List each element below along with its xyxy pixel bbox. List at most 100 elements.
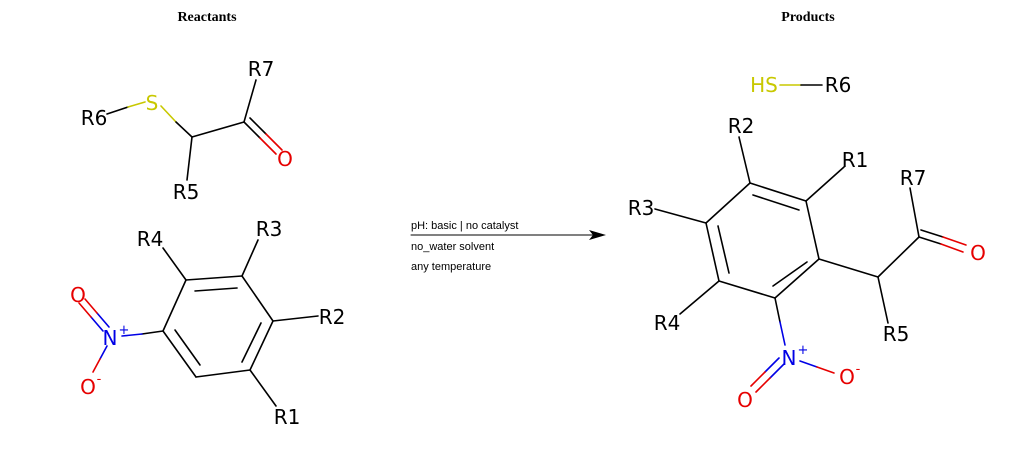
bond-no-b2 bbox=[78, 302, 92, 318]
label-r4: R4 bbox=[137, 227, 164, 251]
bond-c-r5 bbox=[186, 136, 193, 181]
ring-bond-3 bbox=[249, 320, 274, 371]
bond-r6-s-b bbox=[127, 101, 146, 108]
p-bond-no-a1 bbox=[769, 363, 785, 379]
bond-s-c-a bbox=[160, 105, 177, 123]
label-r6-product: R6 bbox=[825, 73, 852, 97]
bond-c-carbonyl bbox=[191, 121, 245, 138]
condition-temperature: any temperature bbox=[411, 261, 491, 273]
p-bond-ring-n-a bbox=[774, 297, 781, 323]
bond-r6-s-a bbox=[106, 106, 129, 115]
bond-co-b2 bbox=[265, 133, 283, 151]
p-label-nitrogen-charge: + bbox=[798, 343, 809, 358]
reaction-arrow-group: pH: basic | no catalyst no_water solvent… bbox=[410, 220, 606, 273]
bond-n-o-minus-b bbox=[92, 358, 101, 373]
label-r1: R1 bbox=[274, 405, 301, 429]
ring-inner-3 bbox=[174, 329, 201, 366]
ring-bond-5 bbox=[162, 330, 197, 378]
ring-inner-1 bbox=[194, 287, 238, 292]
bond-c-n-b bbox=[121, 333, 143, 337]
p-bond-ch-r5 bbox=[877, 276, 889, 324]
p-bond-r4 bbox=[679, 280, 720, 315]
p-label-r4: R4 bbox=[654, 311, 681, 335]
p-ring-bond-5 bbox=[705, 222, 720, 282]
p-label-r1: R1 bbox=[842, 148, 869, 172]
p-ring-bond-3 bbox=[774, 258, 820, 299]
label-r6: R6 bbox=[81, 106, 108, 130]
p-bond-r3 bbox=[654, 208, 707, 224]
ring-bond-2 bbox=[241, 275, 274, 322]
reactants-header: Reactants bbox=[177, 10, 237, 25]
p-bond-ring-n-b bbox=[779, 321, 786, 346]
p-ring-inner-3 bbox=[717, 225, 730, 274]
p-bond-carbonyl-r7 bbox=[909, 187, 920, 238]
bond-r1 bbox=[249, 369, 277, 407]
p-bond-co-b1 bbox=[920, 229, 944, 238]
label-oxygen-charge: - bbox=[97, 372, 102, 387]
reaction-arrow-head bbox=[589, 230, 606, 240]
ring-inner-2 bbox=[241, 322, 262, 363]
reactant-nitroarene: R4 R3 R2 R1 O N + O - bbox=[70, 217, 345, 429]
bond-n-o-minus-a bbox=[99, 345, 108, 360]
label-r7: R7 bbox=[248, 57, 275, 81]
bond-carbonyl-r7 bbox=[243, 79, 257, 123]
bond-co-b1 bbox=[249, 117, 267, 135]
p-label-r7: R7 bbox=[900, 166, 927, 190]
p-bond-ch-carbonyl bbox=[877, 236, 920, 278]
p-ring-bond-2 bbox=[805, 200, 820, 260]
bond-co-a2 bbox=[259, 137, 277, 155]
bond-r2 bbox=[272, 315, 319, 322]
p-bond-co-a1 bbox=[918, 236, 942, 245]
p-label-r2: R2 bbox=[728, 114, 755, 138]
p-label-oxygen-carbonyl: O bbox=[970, 241, 986, 265]
ring-bond-6 bbox=[162, 279, 187, 332]
p-ring-bond-4 bbox=[718, 280, 776, 299]
label-r2: R2 bbox=[319, 305, 346, 329]
bond-r3 bbox=[241, 239, 259, 277]
p-label-oxygen-left: O bbox=[737, 388, 753, 412]
p-bond-r2 bbox=[738, 136, 751, 184]
p-bond-co-a2 bbox=[940, 243, 964, 253]
bond-no-b1 bbox=[90, 316, 104, 332]
condition-solvent: no_water solvent bbox=[411, 241, 494, 253]
products-header: Products bbox=[781, 10, 835, 25]
bond-co-a1 bbox=[243, 121, 261, 139]
label-oxygen: O bbox=[277, 147, 293, 171]
bond-no-a2 bbox=[84, 298, 98, 314]
p-bond-co-b2 bbox=[942, 236, 967, 246]
ring-bond-4 bbox=[195, 369, 251, 378]
p-label-oxygen-right: O bbox=[839, 365, 855, 389]
label-hs: HS bbox=[750, 73, 778, 97]
p-label-oxygen-charge: - bbox=[856, 362, 861, 377]
p-bond-no-b2 bbox=[750, 371, 766, 387]
product-arene: R2 R1 R3 R7 O R4 R5 N + O O - bbox=[628, 114, 986, 412]
label-r5: R5 bbox=[173, 180, 200, 204]
label-nitrogen: N bbox=[103, 326, 118, 350]
label-nitrogen-charge: + bbox=[119, 323, 130, 338]
p-ring-inner-2 bbox=[772, 261, 808, 287]
label-oxygen-top: O bbox=[70, 283, 86, 307]
p-bond-no-a2 bbox=[755, 377, 771, 393]
product-thiol: HS R6 bbox=[750, 73, 851, 97]
p-ring-bond-1 bbox=[749, 182, 807, 202]
label-r3: R3 bbox=[256, 217, 283, 241]
p-ring-bond-6 bbox=[705, 182, 751, 224]
p-label-nitrogen: N bbox=[782, 346, 797, 370]
condition-ph-catalyst: pH: basic | no catalyst bbox=[411, 220, 518, 232]
reactant-thioether: R6 S R7 O R5 bbox=[81, 57, 293, 204]
bond-r4 bbox=[162, 247, 187, 281]
p-bond-no-b1 bbox=[764, 357, 780, 373]
bond-s-c-b bbox=[175, 121, 193, 138]
p-bond-n-o-minus-b bbox=[816, 366, 835, 374]
label-oxygen-bottom: O bbox=[80, 375, 96, 399]
label-sulfur: S bbox=[146, 91, 159, 115]
p-bond-n-o-minus-a bbox=[799, 360, 818, 368]
p-label-r5: R5 bbox=[883, 322, 910, 346]
p-bond-ring-ch bbox=[818, 258, 879, 278]
bond-no-a1 bbox=[96, 312, 110, 328]
bond-c-n-a bbox=[141, 330, 164, 335]
p-bond-r1 bbox=[805, 166, 845, 202]
p-ring-inner-1 bbox=[752, 194, 800, 211]
